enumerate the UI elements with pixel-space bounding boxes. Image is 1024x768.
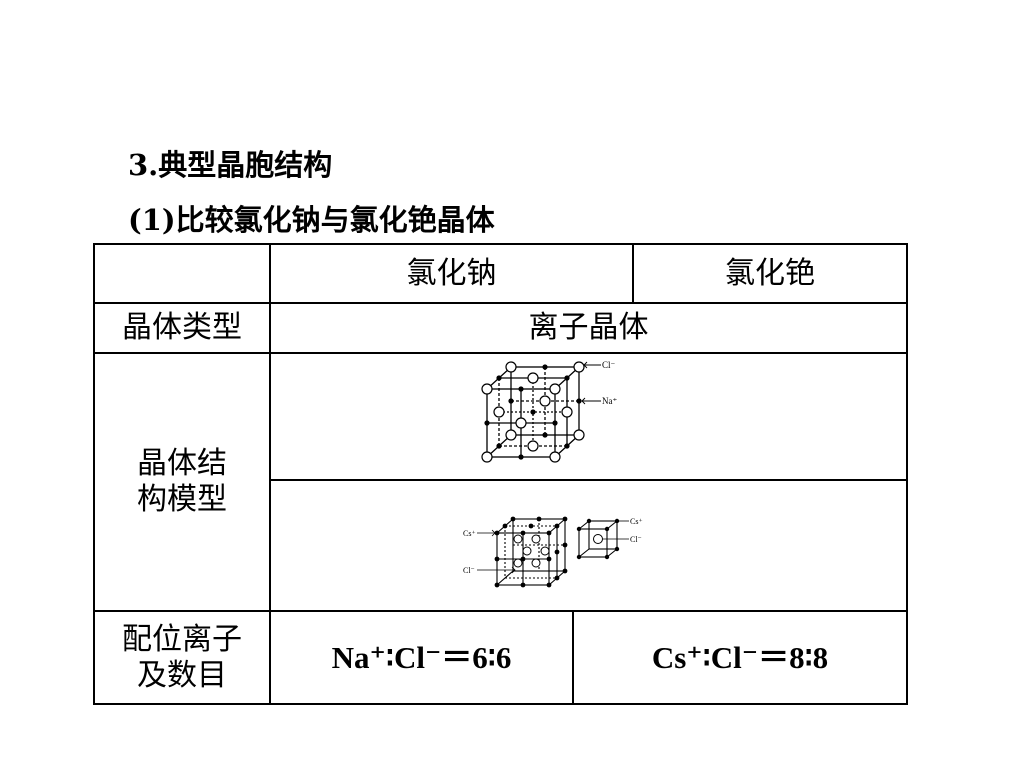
table-border-left	[93, 243, 95, 705]
table-row-divider	[93, 352, 908, 354]
col-header-nacl: 氯化钠	[406, 255, 497, 291]
table-col-divider	[269, 243, 271, 705]
cscl-crystal-figure: Cs⁺ Cl⁻ Cs⁺ Cl⁻	[463, 513, 653, 592]
col-header-cscl: 氯化铯	[725, 255, 815, 291]
table-col-divider	[572, 611, 574, 704]
nacl-na-label: Na⁺	[602, 396, 617, 406]
row-label-coordination: 配位离子及数目	[122, 621, 242, 693]
cscl-coordination-value: Cs⁺∶Cl⁻＝8∶8	[651, 639, 829, 675]
nacl-cl-label: Cl⁻	[602, 360, 616, 370]
cscl-cl-label: Cl⁻	[463, 566, 475, 575]
table-row-divider	[93, 302, 908, 304]
table-border-bottom	[93, 703, 908, 705]
nacl-crystal-figure: Cl⁻ Na⁺	[463, 357, 623, 471]
cscl-cs-label: Cs⁺	[463, 529, 476, 538]
comparison-table: 氯化钠 氯化铯 晶体类型 离子晶体 晶体结构模型	[93, 243, 908, 705]
crystal-type-value: 离子晶体	[528, 310, 649, 345]
row-label-structure-model: 晶体结构模型	[137, 446, 227, 517]
nacl-lattice-diagram: Cl⁻ Na⁺	[481, 360, 617, 463]
table-border-right	[906, 243, 908, 705]
cscl-cs-right-label: Cs⁺	[630, 517, 643, 526]
table-border-top	[93, 243, 908, 245]
table-col-divider	[632, 243, 634, 303]
table-row-divider	[270, 479, 908, 481]
nacl-coordination-value: Na⁺∶Cl⁻＝6∶6	[331, 639, 512, 675]
cscl-cl-right-label: Cl⁻	[630, 535, 642, 544]
section-title: 3.典型晶胞结构	[128, 148, 333, 182]
table-row-divider	[93, 610, 908, 612]
subsection-title: (1)比较氯化钠与氯化铯晶体	[128, 203, 495, 237]
cscl-lattice-diagram: Cs⁺ Cl⁻ Cs⁺ Cl⁻	[463, 516, 643, 588]
row-label-crystal-type: 晶体类型	[122, 310, 242, 345]
